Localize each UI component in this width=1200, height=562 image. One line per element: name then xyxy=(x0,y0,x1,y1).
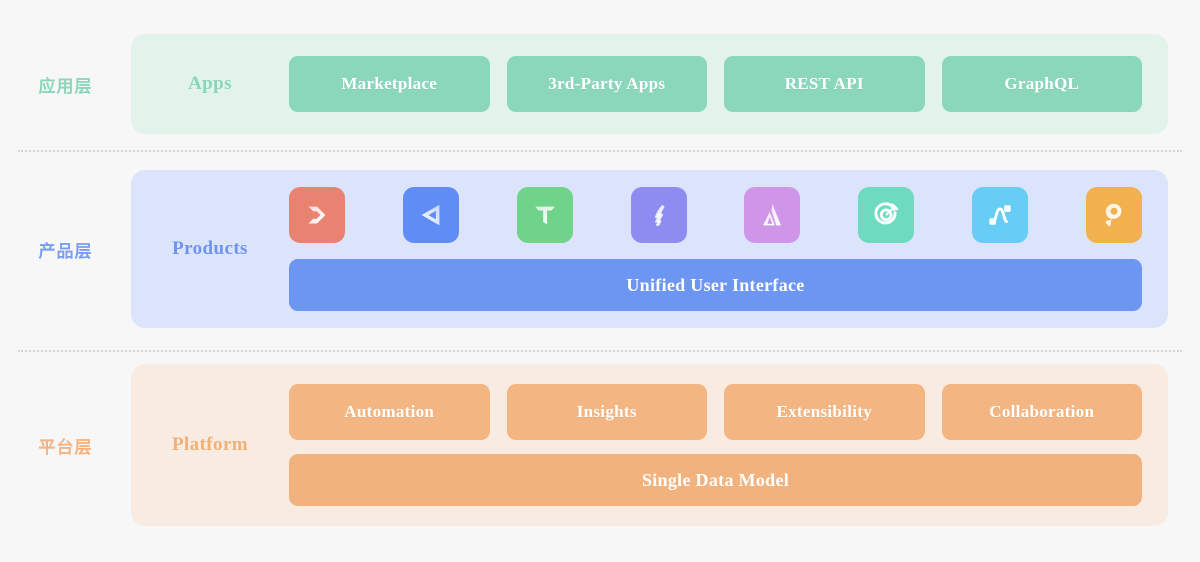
layer-panel-platform: Platform Automation Insights Extensibili… xyxy=(131,364,1168,526)
divider-apps-products xyxy=(18,150,1182,152)
layer-title-apps: Apps xyxy=(188,73,232,94)
layer-panel-apps: Apps Marketplace 3rd-Party Apps REST API… xyxy=(131,34,1168,134)
layer-title-products: Products xyxy=(172,238,248,259)
jira-service-management-chevron-icon[interactable] xyxy=(289,187,345,243)
chip-rest-api[interactable]: REST API xyxy=(724,56,925,112)
chip-extensibility[interactable]: Extensibility xyxy=(724,384,925,440)
layer-title-platform: Platform xyxy=(172,434,248,455)
confluence-icon[interactable] xyxy=(630,187,687,243)
chip-graphql[interactable]: GraphQL xyxy=(941,56,1142,112)
chip-marketplace[interactable]: Marketplace xyxy=(289,56,490,112)
platform-chip-row: Automation Insights Extensibility Collab… xyxy=(289,384,1142,440)
layer-panel-products: Products xyxy=(131,170,1168,328)
goals-target-icon[interactable] xyxy=(858,187,915,243)
chip-automation[interactable]: Automation xyxy=(289,384,490,440)
layer-row-platform: 平台层 Platform Automation Insights Extensi… xyxy=(0,364,1200,526)
divider-products-platform xyxy=(18,350,1182,352)
jira-triangle-icon[interactable] xyxy=(402,187,459,243)
atlassian-a-icon[interactable] xyxy=(744,187,801,243)
layer-body-products: Unified User Interface xyxy=(289,187,1168,311)
apps-chip-row: Marketplace 3rd-Party Apps REST API Grap… xyxy=(289,56,1142,112)
layer-body-platform: Automation Insights Extensibility Collab… xyxy=(289,384,1168,506)
trello-t-icon[interactable] xyxy=(516,187,573,243)
automation-flow-icon[interactable] xyxy=(972,187,1029,243)
unified-user-interface-bar[interactable]: Unified User Interface xyxy=(289,259,1142,311)
product-icon-row xyxy=(289,187,1142,245)
chip-3rd-party-apps[interactable]: 3rd-Party Apps xyxy=(506,56,707,112)
single-data-model-bar[interactable]: Single Data Model xyxy=(289,454,1142,506)
layer-row-apps: 应用层 Apps Marketplace 3rd-Party Apps REST… xyxy=(0,34,1200,134)
layer-cn-label-apps: 应用层 xyxy=(38,76,93,97)
layer-row-products: 产品层 Products xyxy=(0,170,1200,328)
chip-insights[interactable]: Insights xyxy=(506,384,707,440)
layer-cn-label-products: 产品层 xyxy=(38,241,93,262)
layer-cn-label-platform: 平台层 xyxy=(38,437,93,458)
chip-collaboration[interactable]: Collaboration xyxy=(941,384,1142,440)
layer-body-apps: Marketplace 3rd-Party Apps REST API Grap… xyxy=(289,56,1168,112)
loom-record-icon[interactable] xyxy=(1085,187,1142,243)
